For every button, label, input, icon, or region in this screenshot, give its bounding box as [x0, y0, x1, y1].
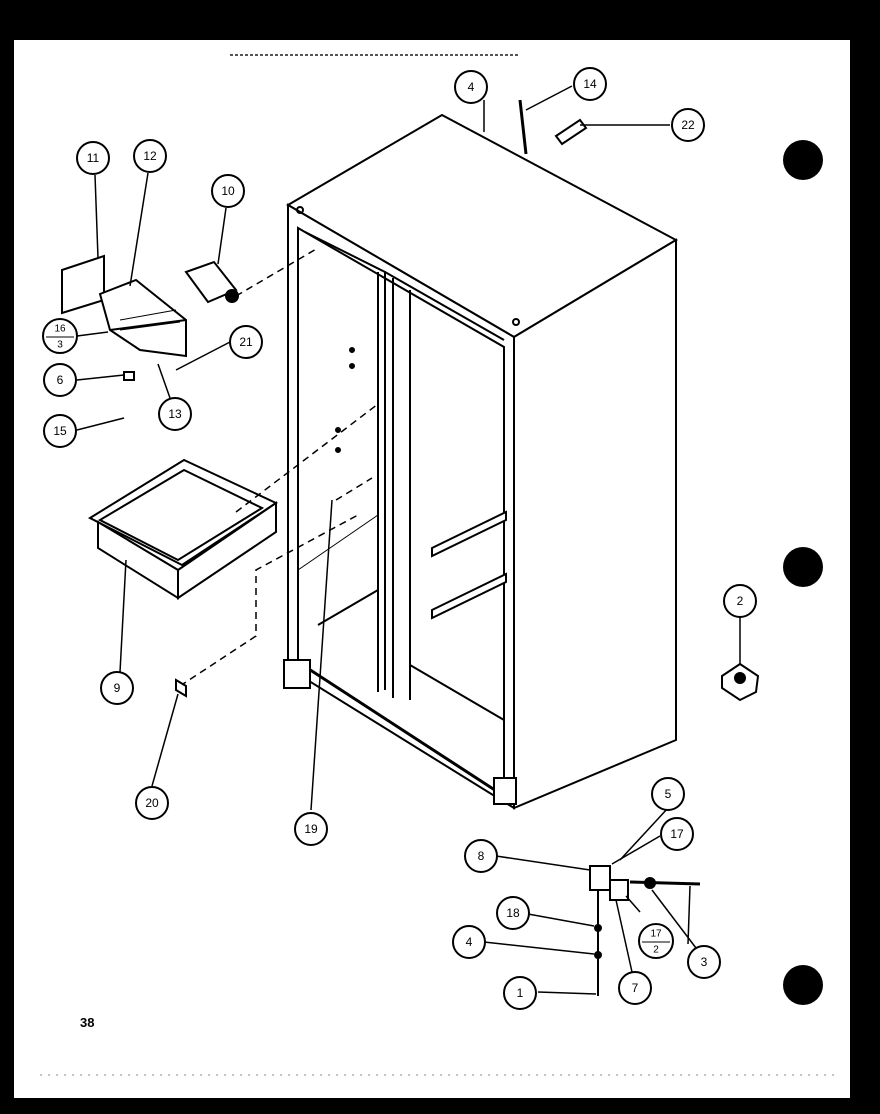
ice-bucket-inner	[97, 468, 265, 562]
callout-6-label: 6	[57, 373, 64, 387]
callout-10-label: 10	[221, 184, 235, 198]
callout-3-label: 3	[701, 955, 708, 969]
callout-12: 12	[133, 139, 167, 173]
front-roller-right	[493, 777, 517, 805]
valve-screw	[594, 951, 602, 959]
callout-19: 19	[294, 812, 328, 846]
callout-16-sub: 3	[57, 340, 63, 351]
freezer-floor-edge	[317, 589, 379, 626]
callout-16-label: 16	[54, 324, 66, 335]
water-valve-coil	[609, 879, 629, 901]
ice-maker-mold-edge	[109, 319, 187, 331]
inner-back-top	[384, 271, 505, 341]
callout-9: 9	[100, 671, 134, 705]
callout-18-label: 18	[506, 906, 520, 920]
callout-14-label: 14	[583, 77, 597, 91]
fresh-food-floor-edge	[409, 664, 505, 721]
screw-hole	[335, 427, 341, 433]
callout-leaders	[76, 85, 741, 995]
callout-3: 3	[687, 945, 721, 979]
callout-4-bottom: 4	[452, 925, 486, 959]
dashed-leaders	[179, 247, 379, 687]
callout-19-label: 19	[304, 822, 318, 836]
callout-2: 2	[723, 584, 757, 618]
callout-11-label: 11	[87, 151, 100, 165]
shelf-rail-upper	[431, 510, 507, 558]
freezer-inner-line	[297, 514, 379, 571]
callout-20: 20	[135, 786, 169, 820]
fill-cup-grommet	[225, 289, 239, 303]
callout-17-top: 17	[660, 817, 694, 851]
callout-22-label: 22	[681, 118, 695, 132]
callout-21-label: 21	[239, 335, 253, 349]
callout-15-label: 15	[53, 424, 67, 438]
water-line	[629, 880, 701, 886]
callout-22: 22	[671, 108, 705, 142]
binder-hole-top	[783, 140, 823, 180]
ice-bucket-side	[177, 501, 277, 600]
callout-17-2-label: 17	[650, 929, 662, 940]
callout-5-label: 5	[665, 787, 672, 801]
water-valve-assembly	[589, 865, 701, 996]
callout-2-label: 2	[737, 594, 744, 608]
callout-17-2-sub: 2	[653, 945, 659, 956]
ice-maker-mold-line	[119, 309, 177, 321]
page-number: 38	[80, 1015, 94, 1030]
callout-1: 1	[503, 976, 537, 1010]
ice-maker-bracket	[123, 371, 135, 381]
hinge-hole	[512, 318, 520, 326]
screw-hole	[335, 447, 341, 453]
ice-maker-assembly	[61, 254, 239, 381]
callout-5: 5	[651, 777, 685, 811]
callout-7-label: 7	[632, 981, 639, 995]
front-roller-left	[283, 659, 311, 689]
fill-cup	[184, 260, 238, 304]
callout-10: 10	[211, 174, 245, 208]
callout-16-3: 163	[42, 318, 78, 354]
callout-13-label: 13	[168, 407, 182, 421]
screw-hole	[349, 363, 355, 369]
part-20-clip	[175, 678, 187, 698]
shelf-rail-lower	[431, 572, 507, 620]
ice-bucket	[87, 458, 279, 600]
callout-8: 8	[464, 839, 498, 873]
valve-screw	[594, 924, 602, 932]
callout-18: 18	[496, 896, 530, 930]
binder-hole-bottom	[783, 965, 823, 1005]
hinge-hole	[296, 206, 304, 214]
callout-13: 13	[158, 397, 192, 431]
cabinet-bottom-edge	[297, 660, 505, 798]
callout-11: 11	[76, 141, 110, 175]
callout-21: 21	[229, 325, 263, 359]
callout-1-label: 1	[517, 986, 524, 1000]
callout-4-top-label: 4	[468, 80, 475, 94]
callout-8-label: 8	[478, 849, 485, 863]
leveling-leg-bolt	[734, 672, 746, 684]
callout-14: 14	[573, 67, 607, 101]
callout-12-label: 12	[143, 149, 157, 163]
callout-20-label: 20	[145, 796, 159, 810]
callout-7: 7	[618, 971, 652, 1005]
callout-4-bottom-label: 4	[466, 935, 473, 949]
binder-hole-middle	[783, 547, 823, 587]
callout-15: 15	[43, 414, 77, 448]
cabinet-front-frame	[287, 203, 515, 810]
callout-17-2: 172	[638, 923, 674, 959]
callout-6: 6	[43, 363, 77, 397]
refrigerator-cabinet	[283, 113, 679, 810]
part-4-screw-top	[518, 99, 528, 155]
water-valve-body	[589, 865, 611, 891]
screw-hole	[349, 347, 355, 353]
callout-9-label: 9	[114, 681, 121, 695]
callout-17-top-label: 17	[670, 827, 684, 841]
part-22-bracket	[554, 118, 588, 146]
water-line-fitting	[644, 877, 656, 889]
callout-4-top: 4	[454, 70, 488, 104]
cabinet-right-side	[513, 238, 677, 810]
ice-maker-mold-line	[119, 321, 181, 331]
callout-group: 11 12 10 163 6 15 13 21 9 20 19 4 14 22 …	[42, 67, 757, 1010]
